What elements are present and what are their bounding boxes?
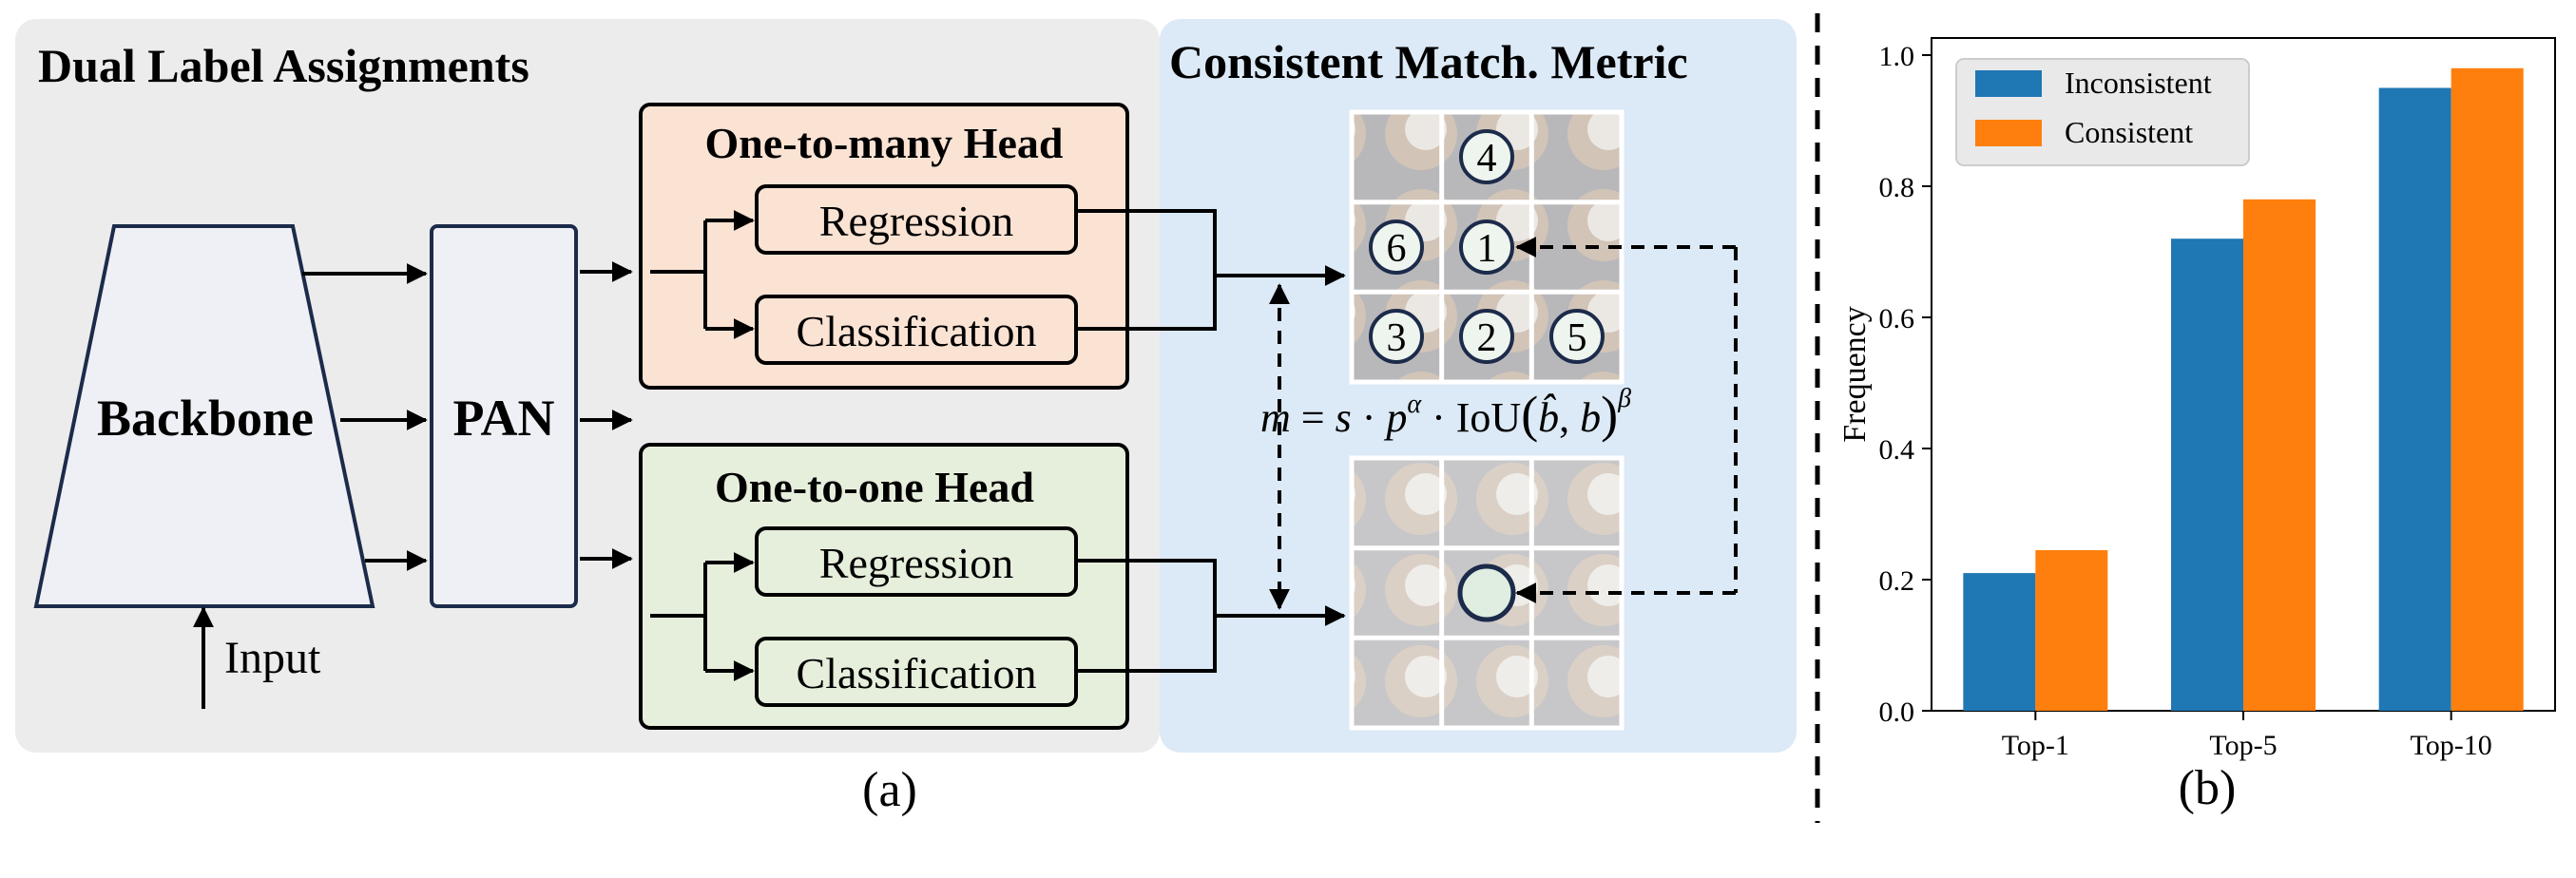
rank-badge-5: 5 <box>1549 309 1605 364</box>
backbone-label: Backbone <box>97 390 314 447</box>
one-to-one-title: One-to-one Head <box>715 463 1034 511</box>
svg-text:4: 4 <box>1477 137 1497 181</box>
one-to-many-title: One-to-many Head <box>705 119 1064 167</box>
legend-label-inconsistent: Inconsistent <box>2065 66 2212 100</box>
head-split-lines-top <box>650 220 707 329</box>
svg-text:5: 5 <box>1567 316 1587 360</box>
svg-text:2: 2 <box>1477 316 1497 360</box>
classification-box-top <box>755 295 1078 365</box>
legend-label-consistent: Consistent <box>2065 115 2193 149</box>
grid-image-top: 4 6 1 3 2 5 <box>1349 109 1624 385</box>
pan-label: PAN <box>453 390 555 447</box>
match-metric-formula: m = s · pα · IoU(b̂, b)β <box>1260 384 1631 443</box>
regression-label-bottom: Regression <box>819 539 1013 587</box>
legend-swatch-inconsistent <box>1975 70 2042 97</box>
y-tick-label: 0.6 <box>1879 303 1915 334</box>
svg-text:1: 1 <box>1477 227 1497 271</box>
classification-box-bottom <box>755 637 1078 707</box>
one-to-many-head: One-to-many Head Regression Classificati… <box>639 103 1129 390</box>
rank-badge-4: 4 <box>1459 129 1514 184</box>
bar-consistent-top-1 <box>2035 549 2108 711</box>
x-tick-label: Top-1 <box>2002 730 2069 761</box>
rank-badge-2: 2 <box>1459 309 1514 364</box>
backbone-block: Backbone <box>33 224 375 608</box>
input-label: Input <box>224 633 321 683</box>
grid-image-bottom <box>1349 455 1624 731</box>
svg-text:6: 6 <box>1387 227 1407 271</box>
chart-legend: Inconsistent Consistent <box>1955 58 2250 166</box>
y-tick-label: 0.2 <box>1879 565 1915 597</box>
caption-b: (b) <box>2179 761 2237 815</box>
x-tick-label: Top-5 <box>2209 730 2277 761</box>
y-tick-label: 0.8 <box>1879 172 1915 203</box>
x-tick-label: Top-10 <box>2411 730 2492 761</box>
classification-label-top: Classification <box>797 307 1037 355</box>
classification-label-bottom: Classification <box>797 649 1037 697</box>
pan-block: PAN <box>430 224 578 608</box>
bar-consistent-top-5 <box>2243 199 2316 712</box>
y-tick-label: 1.0 <box>1879 41 1915 72</box>
rank-badge-1: 1 <box>1459 220 1514 275</box>
bar-consistent-top-10 <box>2451 67 2524 712</box>
bar-inconsistent-top-5 <box>2171 239 2243 711</box>
regression-box-bottom <box>755 526 1078 597</box>
regression-label-top: Regression <box>819 197 1013 245</box>
bar-inconsistent-top-10 <box>2378 87 2451 711</box>
y-tick-label: 0.4 <box>1879 434 1915 466</box>
regression-box-top <box>755 184 1078 255</box>
svg-text:3: 3 <box>1387 316 1407 360</box>
legend-swatch-consistent <box>1975 120 2042 146</box>
caption-a: (a) <box>862 763 917 817</box>
one-to-one-head: One-to-one Head Regression Classificatio… <box>639 443 1129 730</box>
rank-badge-6: 6 <box>1369 220 1424 275</box>
selected-anchor-marker <box>1457 563 1516 622</box>
dual-label-title: Dual Label Assignments <box>38 39 529 92</box>
metric-background <box>1160 19 1797 753</box>
rank-badge-3: 3 <box>1369 309 1424 364</box>
y-tick-label: 0.0 <box>1879 697 1915 728</box>
metric-title: Consistent Match. Metric <box>1169 35 1688 88</box>
head-split-lines-bottom <box>650 563 707 671</box>
y-axis-label: Frequency <box>1837 306 1873 443</box>
panel-a: Dual Label Assignments Consistent Match.… <box>15 19 1797 817</box>
bar-inconsistent-top-1 <box>1963 573 2036 711</box>
